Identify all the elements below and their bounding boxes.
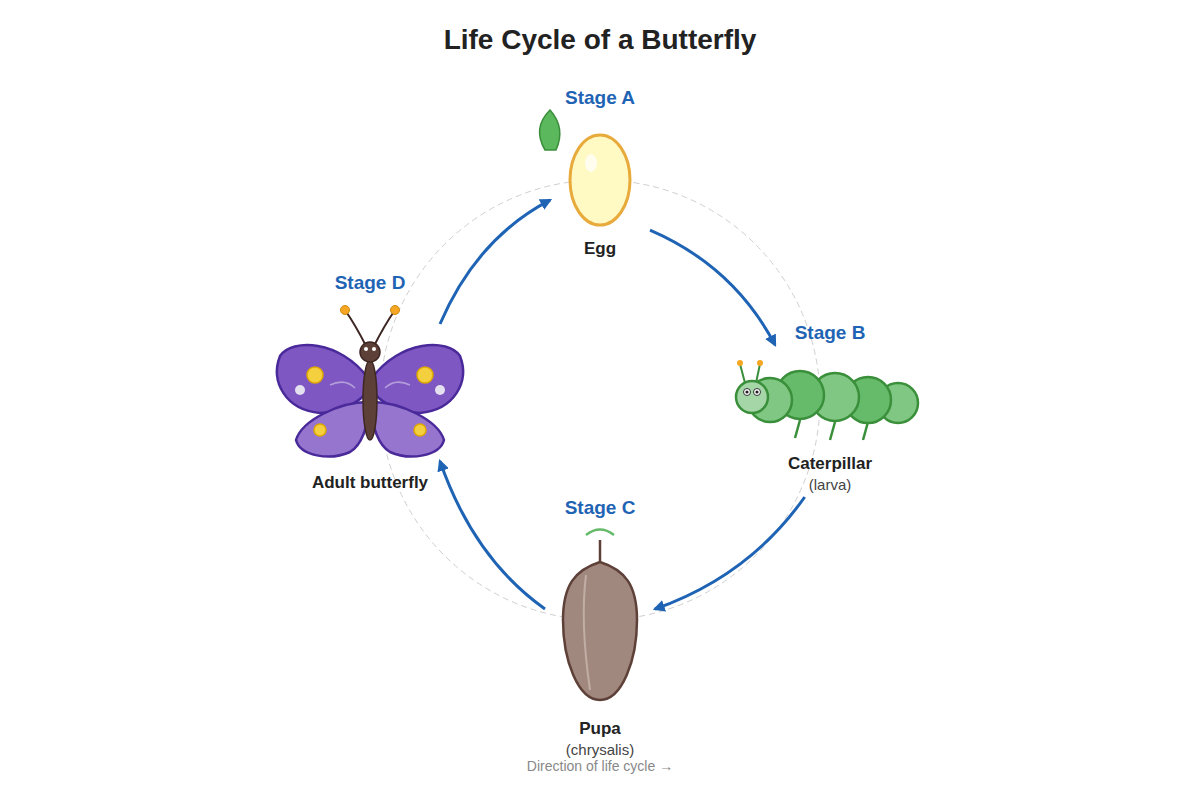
wing-spot [417, 367, 433, 383]
caterpillar-illustration [736, 360, 918, 440]
wing-vein [330, 382, 355, 388]
twig [586, 530, 614, 536]
stage-node: Stage C Pupa(chrysalis) [545, 495, 655, 760]
eye [744, 389, 751, 396]
stage-subtitle: (chrysalis) [545, 740, 655, 760]
pupa-illustration [563, 530, 637, 701]
wing-spot [307, 367, 323, 383]
antenna [345, 310, 366, 346]
lower-wing [372, 402, 444, 456]
eye [364, 347, 368, 351]
lower-wing [296, 402, 368, 456]
antenna-tip [757, 360, 763, 366]
right-wings [372, 345, 463, 456]
antenna [740, 364, 745, 383]
stage-label: Stage B [775, 321, 885, 345]
leaf [540, 110, 560, 150]
leg [863, 422, 868, 440]
chrysalis-highlight [584, 575, 590, 690]
leg [830, 422, 835, 440]
chrysalis [563, 562, 637, 700]
eye [754, 389, 761, 396]
stage-label: Stage A [550, 86, 650, 110]
antenna [756, 364, 760, 383]
direction-note: Direction of life cycle → [400, 757, 800, 775]
stage-node: Stage A Egg [550, 85, 650, 262]
left-wings [277, 345, 368, 456]
head [736, 381, 768, 413]
stage-name: Egg [550, 238, 650, 260]
pupil [745, 390, 748, 393]
wing-dot [295, 385, 305, 395]
wing-vein [385, 382, 410, 388]
cycle-arrow [650, 230, 775, 345]
antenna-tip [341, 306, 350, 315]
leg [795, 420, 800, 438]
eye [372, 347, 376, 351]
pupil [755, 390, 758, 393]
cycle-arrow [440, 200, 550, 324]
stage-name: Pupa [545, 718, 655, 740]
butterfly-body [363, 360, 377, 440]
stage-node: Stage D Adult butterfly [300, 270, 440, 495]
egg-illustration [540, 110, 630, 225]
wing-dot [435, 385, 445, 395]
antenna [374, 310, 395, 346]
stage-label: Stage C [545, 496, 655, 520]
cycle-arrow [440, 461, 545, 609]
wing-spot [414, 424, 426, 436]
egg-highlight [585, 154, 597, 172]
stage-name: Adult butterfly [300, 472, 440, 494]
stage-subtitle: (larva) [775, 475, 885, 495]
stage-label: Stage D [300, 271, 440, 295]
butterfly-illustration [277, 306, 463, 457]
butterfly-head [360, 342, 380, 362]
antenna-tip [737, 360, 743, 366]
silk-stem [599, 540, 602, 563]
stage-name: Caterpillar [775, 453, 885, 475]
antenna-tip [391, 306, 400, 315]
diagram-title: Life Cycle of a Butterfly [0, 22, 1200, 58]
cycle-arrow [655, 497, 805, 609]
stage-node: Stage B Caterpillar(larva) [775, 320, 885, 497]
wing-spot [314, 424, 326, 436]
egg [570, 135, 630, 225]
